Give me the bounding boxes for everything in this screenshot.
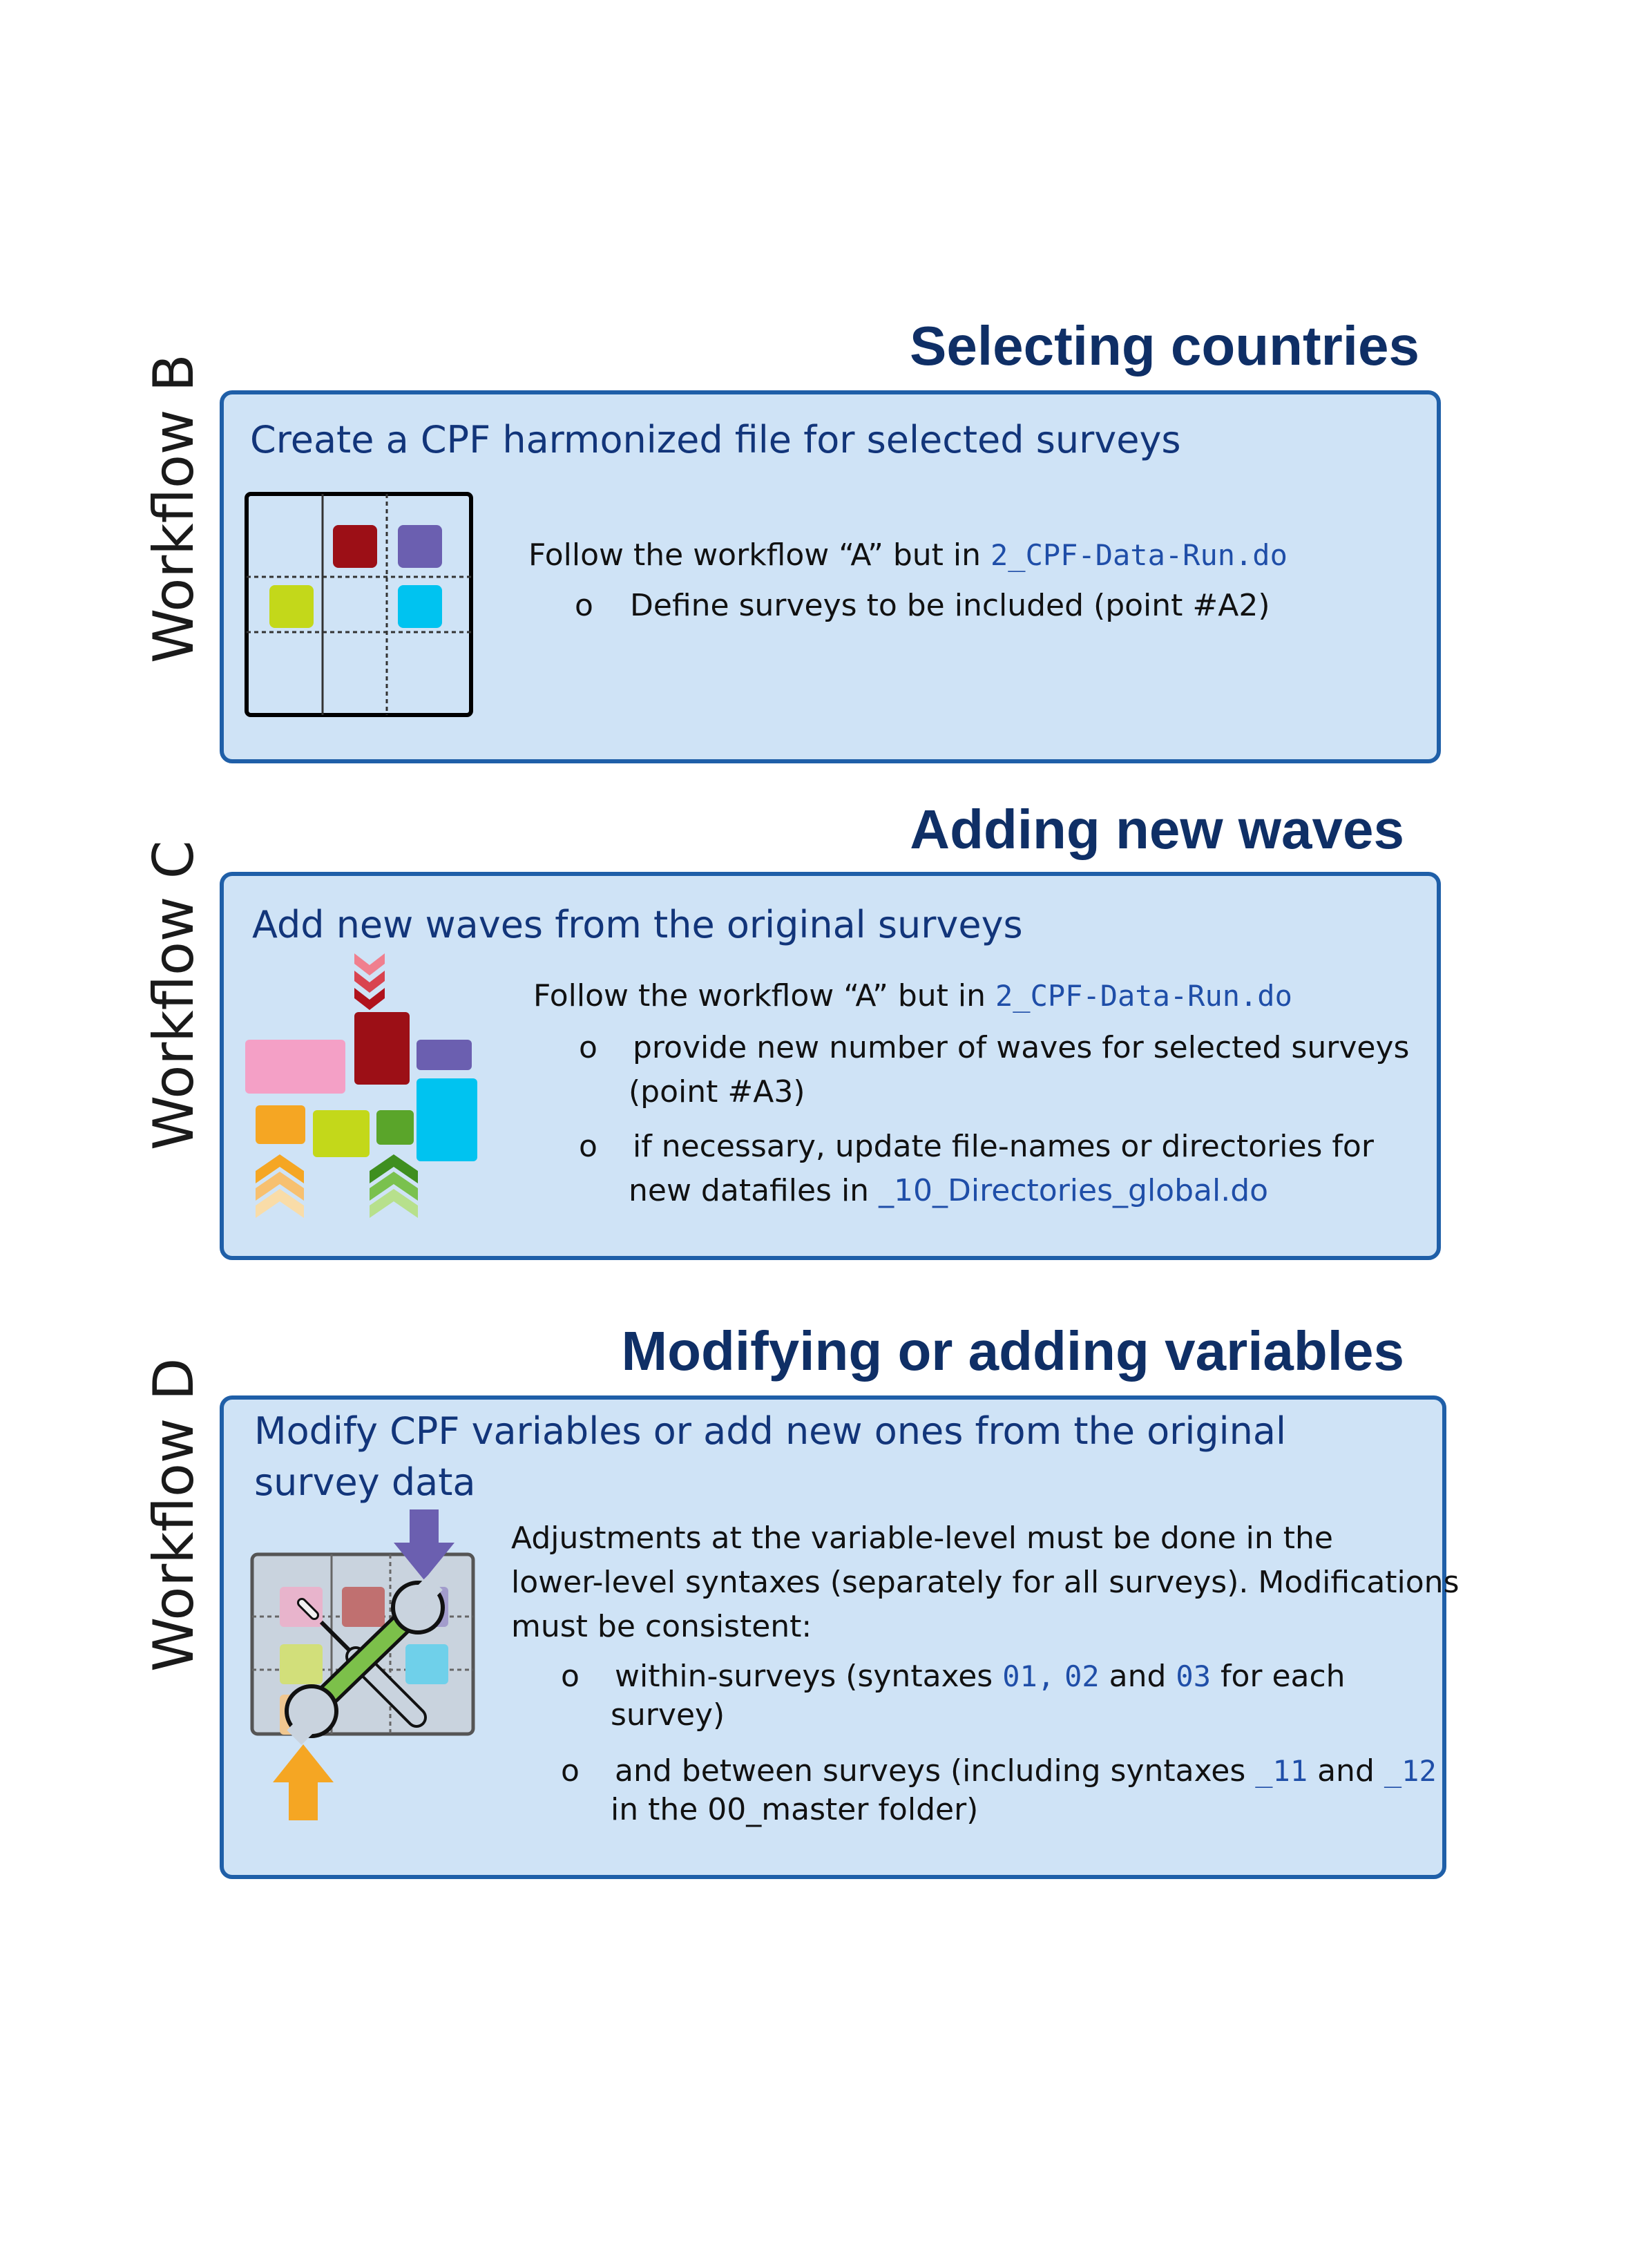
new-waves-icon [245, 953, 477, 1218]
side-label-workflow-b: Workflow B [142, 354, 206, 663]
workflow-c-heading: Add new waves from the original surveys [252, 903, 1023, 946]
workflow-c-bullet-1: o provide new number of waves for select… [579, 1026, 1422, 1116]
bullet-mid: and [1308, 1753, 1384, 1789]
bullet-prefix: and between surveys (including syntaxes [615, 1753, 1256, 1789]
workflow-c-intro: Follow the workflow “A” but in 2_CPF-Dat… [533, 974, 1292, 1018]
workflow-b-intro: Follow the workflow “A” but in 2_CPF-Dat… [528, 533, 1288, 578]
wrench-screwdriver-icon [250, 1509, 475, 1820]
paragraph-line: lower-level syntaxes (separately for all… [511, 1565, 1460, 1600]
bullet-line2-text: new datafiles in [629, 1173, 879, 1208]
syntax-code-03: 03 [1176, 1659, 1211, 1693]
bullet-marker: o [561, 1659, 580, 1694]
workflow-b-intro-code: 2_CPF-Data-Run.do [991, 538, 1288, 572]
paragraph-line: Adjustments at the variable-level must b… [511, 1521, 1333, 1556]
bullet-text-line1: and between surveys (including syntaxes … [615, 1749, 1437, 1793]
bullet-suffix: for each [1210, 1659, 1346, 1694]
section-title-modifying-variables: Modifying or adding variables [621, 1320, 1404, 1382]
workflow-d-bullet-2: o and between surveys (including syntaxe… [561, 1749, 1437, 1832]
syntax-code-02: 02 [1064, 1659, 1100, 1693]
workflow-b-bullet: o Define surveys to be included (point #… [575, 584, 1334, 628]
bullet-marker: o [579, 1129, 597, 1164]
bullet-mid: and [1099, 1659, 1176, 1694]
section-title-adding-new-waves: Adding new waves [910, 799, 1404, 860]
bullet-text-line1: within-surveys (syntaxes 01, 02 and 03 f… [615, 1655, 1346, 1699]
workflow-d-paragraph: Adjustments at the variable-level must b… [511, 1516, 1460, 1649]
syntax-code-12: _12 [1384, 1754, 1437, 1788]
paragraph-line: must be consistent: [511, 1609, 812, 1644]
workflow-b-intro-text: Follow the workflow “A” but in [528, 537, 991, 573]
workflow-d-bullet-1: o within-surveys (syntaxes 01, 02 and 03… [561, 1655, 1431, 1737]
bullet-prefix: within-surveys (syntaxes [615, 1659, 1003, 1694]
bullet-text: Define surveys to be included (point #A2… [630, 588, 1270, 623]
section-title-selecting-countries: Selecting countries [910, 315, 1419, 377]
bullet-text-line2: new datafiles in _10_Directories_global.… [629, 1169, 1268, 1213]
side-label-workflow-c: Workflow C [142, 840, 206, 1150]
bullet-text-line1: if necessary, update file-names or direc… [633, 1129, 1374, 1164]
workflow-d-heading-line1: Modify CPF variables or add new ones fro… [254, 1409, 1286, 1453]
workflow-c-bullet-2: o if necessary, update file-names or dir… [579, 1125, 1422, 1214]
bullet-marker: o [561, 1753, 580, 1789]
directories-file-link: _10_Directories_global.do [879, 1173, 1269, 1208]
bullet-text-line1: provide new number of waves for selected… [633, 1030, 1410, 1065]
workflow-b-heading: Create a CPF harmonized file for selecte… [250, 418, 1181, 461]
bullet-text-line2: survey) [611, 1697, 725, 1733]
bullet-marker: o [575, 588, 593, 623]
bullet-text-line2: (point #A3) [629, 1074, 805, 1109]
syntax-code-01: 01, [1002, 1659, 1055, 1693]
workflow-c-intro-code: 2_CPF-Data-Run.do [995, 979, 1292, 1013]
workflow-c-intro-text: Follow the workflow “A” but in [533, 978, 996, 1013]
bullet-text-line2: in the 00_master folder) [611, 1792, 979, 1827]
bullet-marker: o [579, 1030, 597, 1065]
grid-selection-icon [245, 492, 473, 717]
side-label-workflow-d: Workflow D [142, 1357, 206, 1672]
workflow-d-heading-line2: survey data [254, 1460, 476, 1504]
syntax-code-11: _11 [1255, 1754, 1308, 1788]
